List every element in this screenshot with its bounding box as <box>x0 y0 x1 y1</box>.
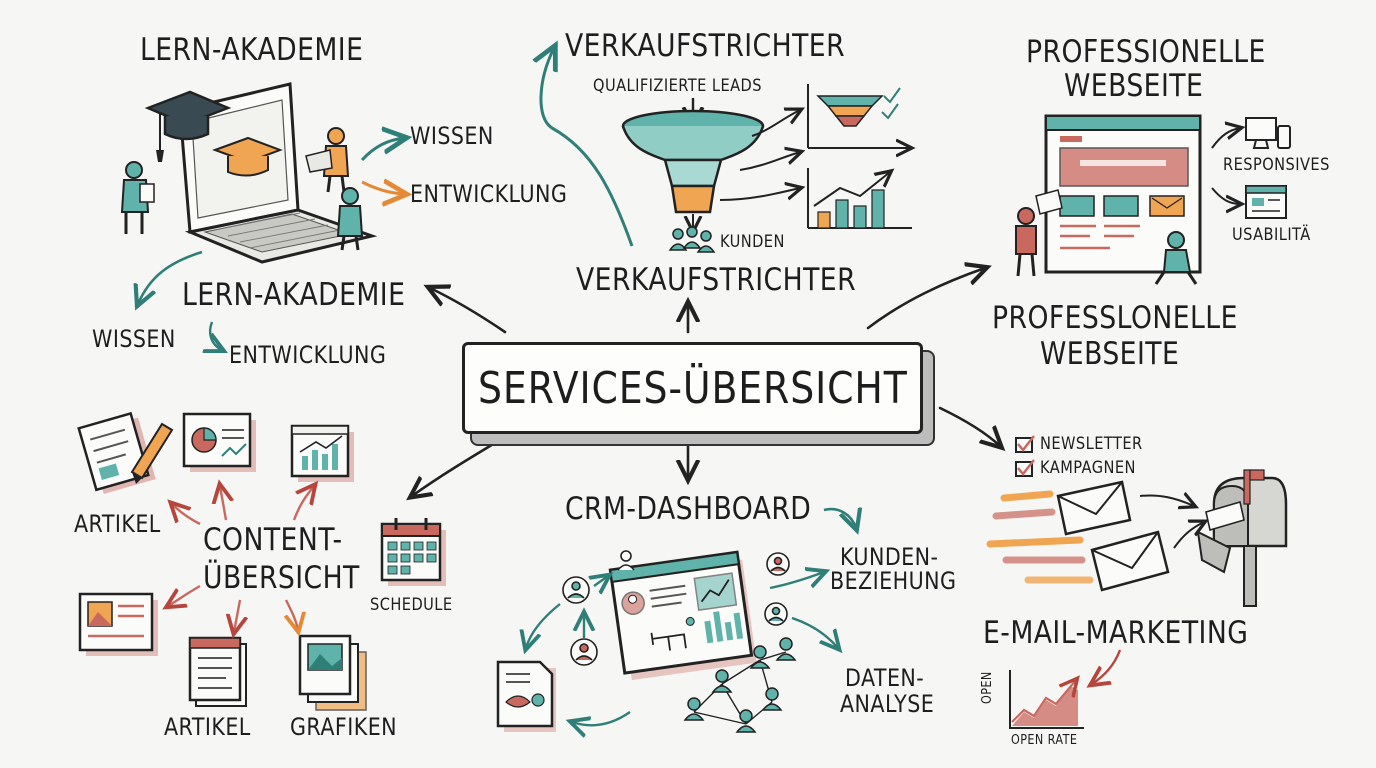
content-title-line2: ÜBERSICHT <box>203 560 360 596</box>
website-title-bottom-line2: WEBSEITE <box>1040 336 1180 372</box>
crm-daten-line1: DATEN- <box>845 664 925 692</box>
funnel-kunden-label: KUNDEN <box>720 232 785 252</box>
website-title-bottom-line1: PROFESSLONELLE <box>992 300 1238 336</box>
academy-entwicklung-bottom: ENTWICKLUNG <box>229 341 387 369</box>
content-artikel-bottom: ARTIKEL <box>164 713 251 741</box>
content-schedule-label: SCHEDULE <box>370 595 453 615</box>
arrow-to-academy <box>430 288 507 334</box>
crm-title: CRM-DASHBOARD <box>565 491 812 527</box>
central-arrows <box>412 268 1000 496</box>
academy-illustration <box>120 82 404 350</box>
academy-title-top: LERN-AKADEMIE <box>140 32 364 68</box>
funnel-leads-label: QUALIFIZIERTE LEADS <box>593 76 762 96</box>
website-title-top-line1: PROFESSIONELLE <box>1026 34 1266 70</box>
academy-entwicklung-top: ENTWICKLUNG <box>410 180 568 208</box>
email-chart-y-label: OPEN <box>980 671 995 704</box>
website-illustration <box>1015 114 1291 285</box>
email-kampagnen-label: KAMPAGNEN <box>1040 458 1136 478</box>
content-grafiken-label: GRAFIKEN <box>290 713 398 741</box>
content-illustration <box>77 411 446 711</box>
website-title-top-line2: WEBSEITE <box>1064 68 1204 104</box>
email-title: E-MAIL-MARKETING <box>983 615 1249 651</box>
services-overview-box[interactable]: SERVICES-ÜBERSICHT <box>462 342 923 434</box>
services-overview-title: SERVICES-ÜBERSICHT <box>477 362 908 414</box>
crm-daten-line2: ANALYSE <box>840 690 935 718</box>
arrow-to-content <box>412 438 502 496</box>
email-newsletter-label: NEWSLETTER <box>1040 434 1143 454</box>
crm-kunden-line1: KUNDEN- <box>840 543 939 571</box>
funnel-illustration <box>541 48 912 253</box>
crm-illustration <box>496 509 856 732</box>
arrow-to-email <box>938 406 1000 446</box>
funnel-title-bottom: VERKAUFSTRICHTER <box>576 262 857 298</box>
arrow-to-website <box>866 268 985 330</box>
content-title-line1: CONTENT- <box>203 522 343 558</box>
website-usability-label: USABILITÄ <box>1232 225 1311 245</box>
website-responsive-label: RESPONSIVES <box>1223 155 1330 175</box>
crm-kunden-line2: BEZIEHUNG <box>830 567 957 595</box>
email-illustration <box>986 435 1288 729</box>
content-artikel-left: ARTIKEL <box>74 510 161 538</box>
academy-wissen-bottom: WISSEN <box>92 325 176 353</box>
academy-wissen-top: WISSEN <box>410 122 494 150</box>
academy-title-bottom: LERN-AKADEMIE <box>182 277 406 313</box>
funnel-title-top: VERKAUFSTRICHTER <box>565 28 846 64</box>
email-chart-x-label: OPEN RATE <box>1011 733 1078 748</box>
